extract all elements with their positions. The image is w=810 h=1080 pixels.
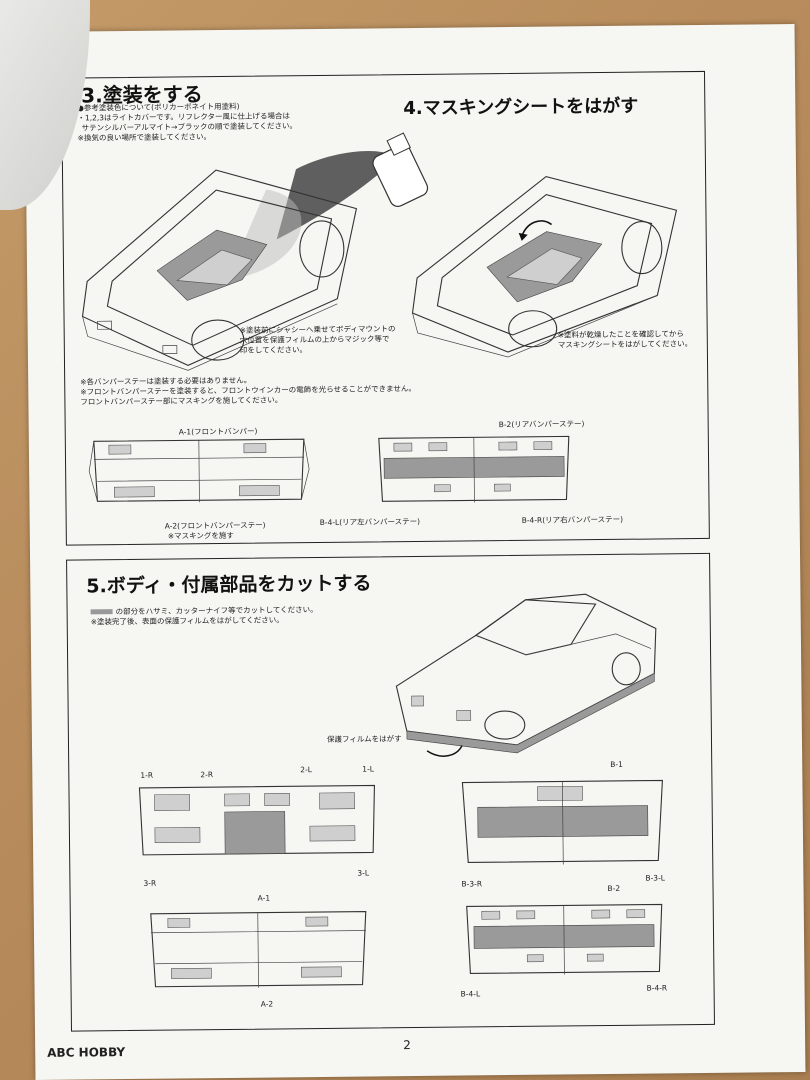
light-parts-drawing: [138, 784, 376, 856]
label-a1-front-bumper: A-1(フロントバンパー): [178, 426, 258, 437]
part-b-4-l: B-4-L: [460, 989, 481, 999]
label-protective-film: 保護フィルムをはがす: [326, 734, 402, 744]
part-b2-lower-drawing: [466, 903, 663, 975]
section3-body-shell-drawing: [81, 151, 396, 371]
front-bumper-drawing: [88, 438, 310, 503]
section5-title: 5.ボディ・付属部品をカットする: [86, 572, 372, 598]
part-b-4-r: B-4-R: [646, 983, 668, 993]
part-a-2: A-2: [260, 999, 274, 1009]
car-body-drawing: [395, 593, 657, 757]
label-b4r: B-4-R(リア右バンパーステー): [521, 514, 624, 525]
part-b-1: B-1: [610, 759, 623, 769]
part-1-r: 1-R: [140, 770, 154, 780]
part-1-l: 1-L: [362, 764, 374, 774]
section4-body-shell-drawing: [411, 176, 678, 358]
part-3-r: 3-R: [143, 878, 157, 888]
section5-notes: の部分をハサミ、カッターナイフ等でカットしてください。 ※塗装完了後、表面の保護…: [90, 605, 318, 627]
section4-title: 4.マスキングシートをはがす: [403, 95, 639, 120]
part-b-3-l: B-3-L: [645, 873, 665, 883]
part-2-r: 2-R: [200, 770, 214, 780]
instruction-sheet: 3.塗装をする ●参考塗装色について(ポリカーボネイト用塗料) ・1,2,3はラ…: [24, 23, 806, 1080]
section4-caption: ※塗料が乾燥したことを確認してから マスキングシートをはがしてください。: [557, 329, 693, 350]
label-a2-masking-note: ※マスキングを施す: [167, 530, 234, 541]
part-b-2: B-2: [607, 883, 621, 894]
part-b1-drawing: [461, 779, 663, 865]
footer-brand: ABC HOBBY: [47, 1045, 126, 1060]
part-a-lower-drawing: [150, 910, 367, 988]
bumper-notes: ※各バンパーステーは塗装する必要はありません。 ※フロントバンパーステーを塗装す…: [80, 375, 416, 407]
part-2-l: 2-L: [300, 765, 312, 775]
part-b-3-r: B-3-R: [461, 879, 483, 889]
footer-page-number: 2: [403, 1038, 411, 1053]
label-b4l: B-4-L(リア左バンパーステー): [319, 516, 421, 527]
rear-bumper-drawing: [378, 435, 570, 503]
spray-can-icon: [372, 132, 429, 207]
part-a-1: A-1: [257, 893, 271, 903]
part-3-l: 3-L: [357, 868, 370, 878]
label-b2-rear-bumper-stay: B-2(リアバンパーステー): [498, 419, 585, 430]
section3-caption: ※塗装前にシャシーへ乗せてボディマウントの 穴位置を保護フィルムの上からマジック…: [239, 324, 396, 355]
